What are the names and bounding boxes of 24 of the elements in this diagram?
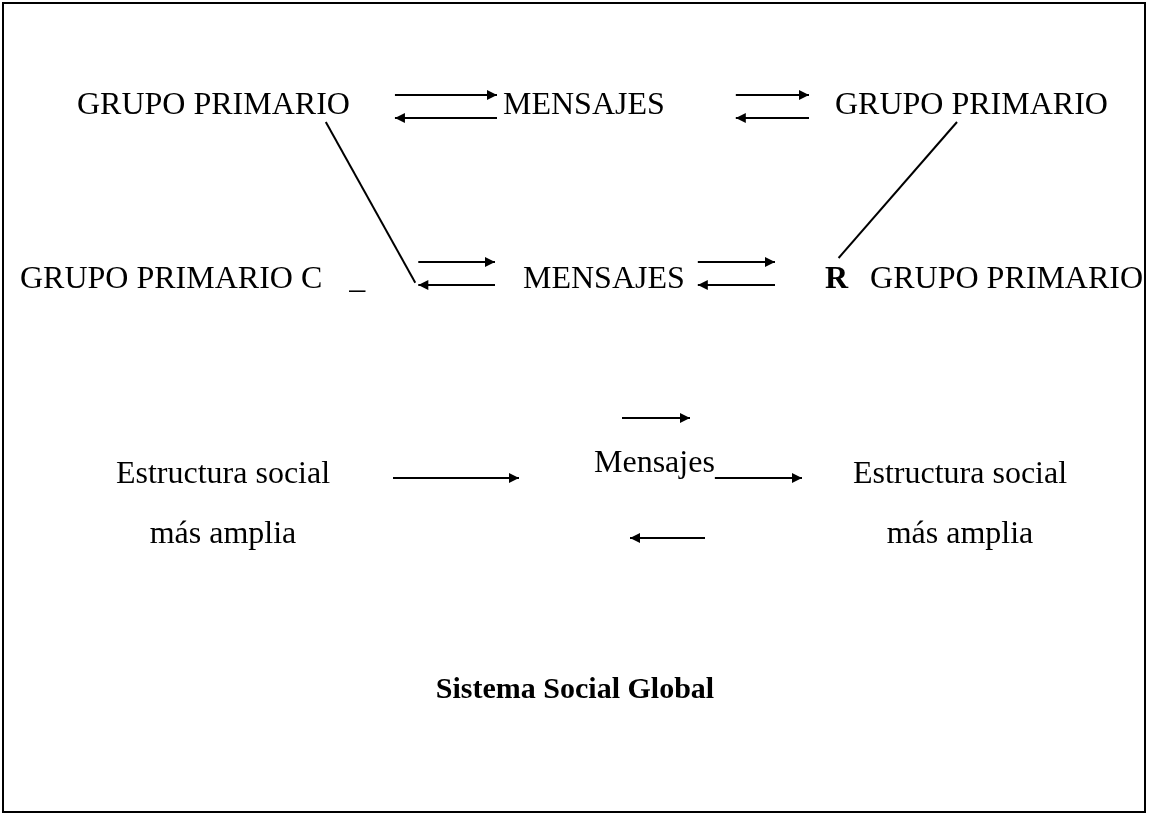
arrow — [734, 90, 810, 100]
arrow — [696, 280, 776, 290]
node-label: Estructura social más amplia — [115, 454, 331, 550]
arrow — [417, 280, 496, 290]
node-label: MENSAJES — [523, 258, 685, 296]
node-label: Estructura social más amplia — [852, 454, 1068, 550]
node-label: GRUPO PRIMARIO — [77, 84, 350, 122]
node-label: GRUPO PRIMARIO C — [20, 258, 323, 296]
arrow — [734, 113, 810, 123]
node-label: GRUPO PRIMARIO — [835, 84, 1108, 122]
node-label: GRUPO PRIMARIO — [870, 258, 1144, 296]
arrow — [393, 113, 498, 123]
arrow — [393, 90, 498, 100]
connector-line — [324, 121, 417, 284]
arrow — [392, 473, 520, 483]
arrow — [417, 257, 496, 267]
connector-line — [837, 121, 958, 259]
arrow — [696, 257, 776, 267]
role-letter: R — [825, 258, 849, 296]
node-label: Mensajes — [594, 442, 715, 480]
node-label: MENSAJES — [503, 84, 665, 122]
arrow — [713, 473, 803, 483]
node-label: _ — [349, 258, 366, 296]
caption: Sistema Social Global — [434, 671, 716, 705]
